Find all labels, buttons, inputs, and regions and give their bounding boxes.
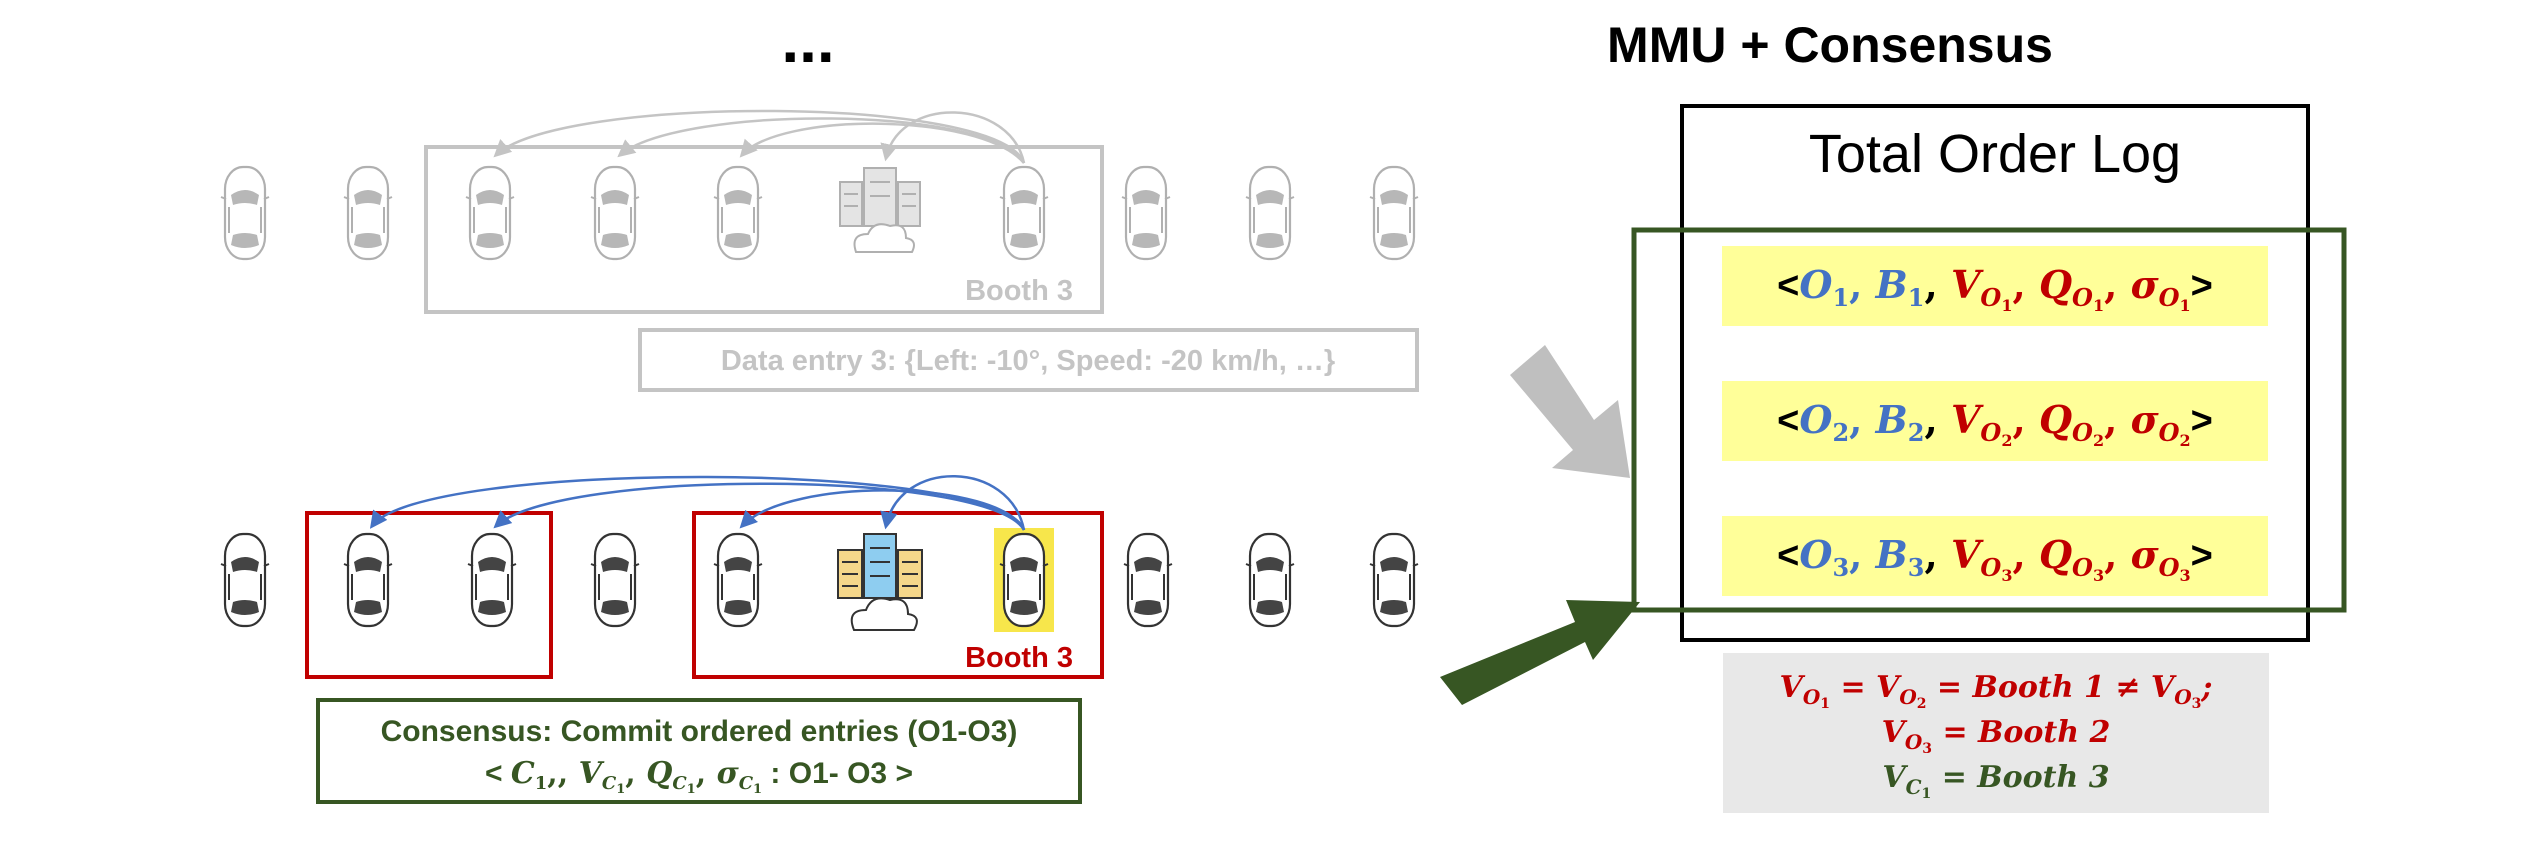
car-icon [466,532,518,628]
car-icon [219,532,271,628]
car-icon [219,165,271,261]
car-icon-highlighted [998,532,1050,628]
log-entry-1: <O1, B1, VO1, QO1, σO1> [1777,262,2213,315]
booth-box-right [692,511,1104,679]
note-line-1: VO1 = VO2 = Booth 1 ≠ VO3; [1780,670,2213,712]
top-lane [219,165,1420,261]
log-entries: <O1, B1, VO1, QO1, σO1> <O2, B2, VO2, QO2… [1722,246,2268,596]
data-entry-text: Data entry 3: {Left: -10°, Speed: -20 km… [721,345,1335,377]
car-icon [712,165,764,261]
data-entry-box [638,328,1419,392]
top-ellipsis: ... [781,4,834,76]
vote-note-box [1723,653,2269,813]
top-broadcast-arrows [493,109,1026,164]
gray-flow-arrow [1510,345,1630,478]
car-icon [342,165,394,261]
booth-label-bottom: Booth 3 [965,642,1073,674]
consensus-title: Consensus: Commit ordered entries (O1-O3… [381,715,1018,748]
car-icon [1368,532,1420,628]
log-title: Total Order Log [1809,124,2181,184]
note-line-2: VO3 = Booth 2 [1882,715,2111,757]
car-icon [342,532,394,628]
car-icon [712,532,764,628]
car-icon [1244,165,1296,261]
log-entry-bg [1722,516,2268,596]
car-icon [589,165,641,261]
car-icon [1122,532,1174,628]
server-cloud-icon [837,533,923,631]
note-line-3: VC1 = Booth 3 [1882,760,2109,802]
log-entry-2: <O2, B2, VO2, QO2, σO2> [1777,397,2213,450]
car-icon [1244,532,1296,628]
car-icon [1368,165,1420,261]
car-icon [1120,165,1172,261]
booth-label-top: Booth 3 [965,275,1073,307]
server-cloud-icon [839,167,921,253]
green-flow-arrow [1440,600,1640,705]
total-order-log-box [1680,104,2310,642]
bottom-broadcast-arrows [369,475,1026,531]
panel-title: MMU + Consensus [1607,17,2053,73]
car-icon [589,532,641,628]
booth-box-top [424,145,1104,314]
car-icon [998,165,1050,261]
consensus-box [316,698,1082,804]
consensus-tuple: < C1,, VC1, QC1, σC1 : O1- O3 > [485,756,913,797]
car-icon [464,165,516,261]
bottom-lane [219,528,1420,632]
log-entry-bg [1722,246,2268,326]
booth-box-left [305,511,553,679]
log-entry-bg [1722,381,2268,461]
committed-entries-box [1631,227,2347,613]
log-entry-3: <O3, B3, VO3, QO3, σO3> [1777,532,2213,585]
